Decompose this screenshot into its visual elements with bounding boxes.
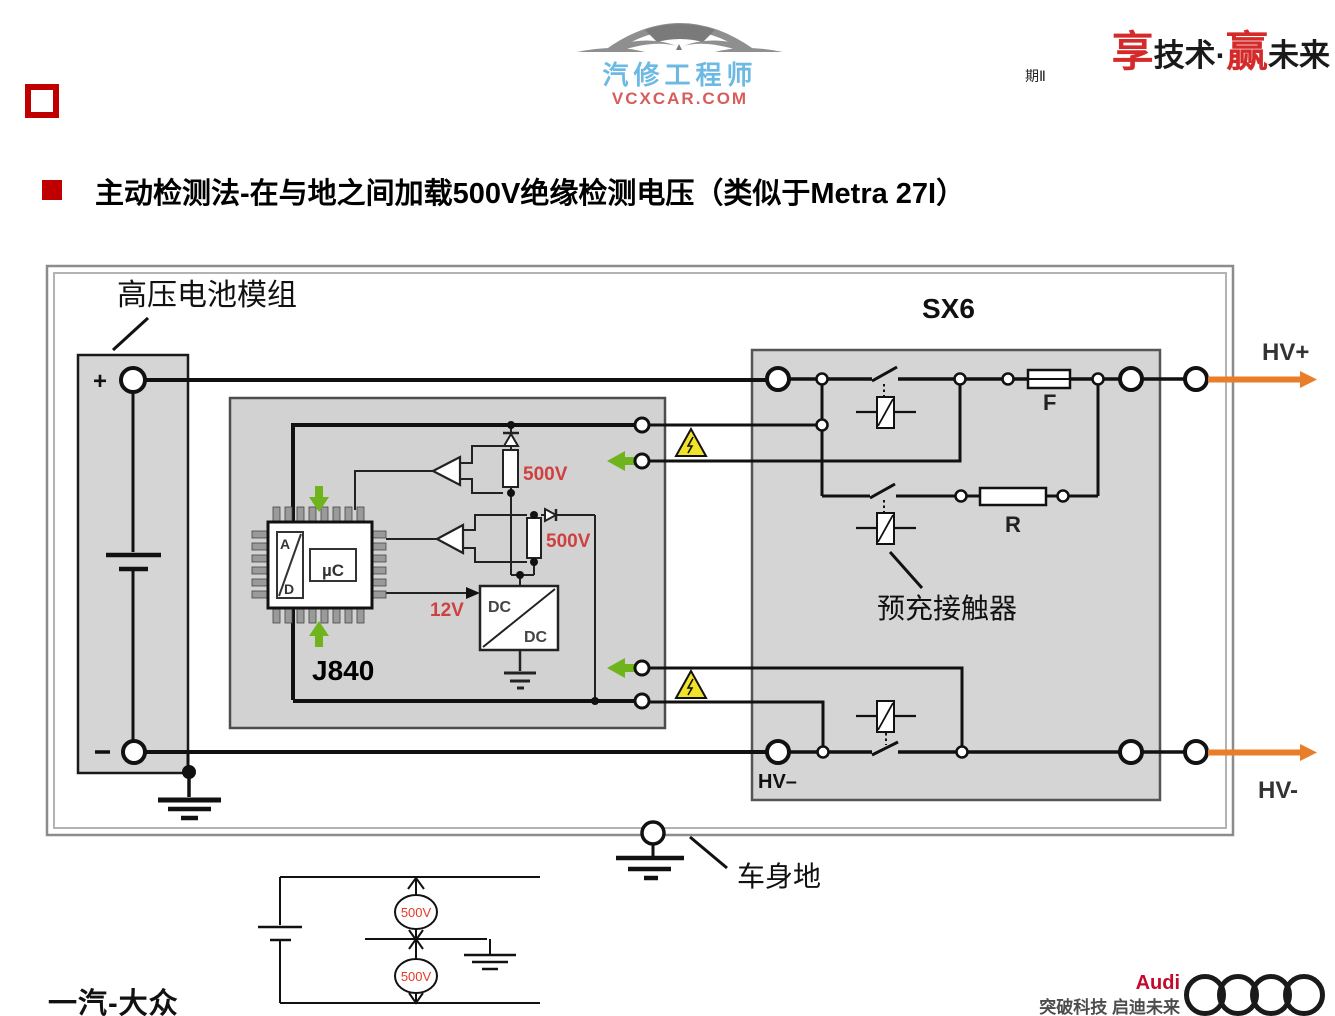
fuse bbox=[1026, 368, 1072, 390]
red-hollow-square bbox=[25, 84, 59, 118]
v500-upper-label: 500V bbox=[523, 464, 568, 485]
slogan-weilai: 未来 bbox=[1268, 38, 1330, 73]
body-ground-label: 车身地 bbox=[737, 861, 821, 892]
circuit-nodes bbox=[507, 372, 1105, 759]
battery-leader-line bbox=[111, 316, 150, 352]
mini-reference-circuit bbox=[258, 876, 540, 1005]
precharge-resistor-label: R bbox=[1005, 512, 1021, 537]
ground-junction-dot bbox=[182, 765, 196, 779]
green-arrow-down-icon bbox=[309, 486, 329, 512]
audi-wordmark: Audi bbox=[1135, 972, 1180, 994]
page-title: 主动检测法-在与地之间加载500V绝缘检测电压（类似于Metra 27I） bbox=[95, 178, 966, 210]
main-contactor-bottom bbox=[856, 700, 916, 757]
ad-d-label: D bbox=[284, 581, 294, 597]
car-logo-icon bbox=[577, 23, 783, 52]
site-logo: 汽修工程师 VCXCAR.COM bbox=[575, 4, 785, 109]
title-bullet-square bbox=[42, 180, 62, 200]
green-arrows bbox=[309, 451, 648, 678]
main-contactor-top bbox=[856, 365, 916, 429]
dc-top-label: DC bbox=[488, 599, 512, 616]
fuse-label: F bbox=[1043, 390, 1056, 415]
dc-bottom-label: DC bbox=[524, 629, 548, 646]
hv-battery-symbol bbox=[95, 392, 190, 771]
slogan-dot: · bbox=[1215, 38, 1226, 73]
audi-slogan: 突破科技 启迪未来 bbox=[1039, 998, 1180, 1016]
audi-rings-icon bbox=[1184, 974, 1325, 1016]
site-name: 汽修工程师 bbox=[602, 60, 758, 90]
j840-label: J840 bbox=[312, 655, 374, 686]
terminals bbox=[119, 366, 1209, 765]
hv-minus-inner-label: HV– bbox=[758, 771, 797, 793]
warning-triangles bbox=[674, 426, 708, 699]
mini-v500-top-label: 500V bbox=[401, 905, 432, 920]
ad-a-label: A bbox=[280, 536, 290, 552]
hv-warning-icon bbox=[674, 426, 708, 457]
slogan-char-ying: 赢 bbox=[1225, 28, 1268, 75]
j840-measurement-circuit bbox=[354, 425, 596, 700]
green-arrow-up-icon bbox=[309, 621, 329, 647]
green-arrow-left-lower-icon bbox=[607, 658, 648, 678]
slogan: 享技术·赢未来 bbox=[1040, 18, 1330, 79]
hv-minus-label: HV- bbox=[1258, 777, 1298, 804]
faw-vw-logo: 一汽-大众 bbox=[48, 988, 179, 1016]
slogan-char-xiang: 享 bbox=[1111, 28, 1154, 75]
precharge-contactor-label: 预充接触器 bbox=[877, 593, 1017, 624]
battery-module-label: 高压电池模组 bbox=[117, 279, 297, 312]
v500-lower-label: 500V bbox=[546, 531, 591, 552]
j840-chip bbox=[251, 506, 387, 624]
slogan-jishu: 技术 bbox=[1153, 38, 1216, 73]
hv-warning-icon bbox=[674, 668, 708, 699]
sx6-label: SX6 bbox=[922, 293, 975, 324]
mini-v500-bottom-label: 500V bbox=[401, 969, 432, 984]
body-ground bbox=[616, 820, 728, 881]
green-arrow-left-upper-icon bbox=[607, 451, 648, 471]
v12-label: 12V bbox=[430, 600, 464, 621]
hv-plus-label: HV+ bbox=[1262, 339, 1309, 366]
dcdc-converter bbox=[386, 584, 560, 690]
site-domain: VCXCAR.COM bbox=[611, 89, 749, 108]
precharge-leader-line bbox=[888, 551, 924, 589]
outer-frame bbox=[45, 264, 1235, 837]
hv-output-arrows bbox=[1208, 371, 1317, 761]
uc-label: µC bbox=[322, 561, 344, 580]
battery-ground-symbol bbox=[158, 778, 221, 821]
interconnect-wires bbox=[649, 380, 964, 750]
issue-label: 期Ⅱ bbox=[1025, 68, 1046, 84]
battery-plus-sign: + bbox=[93, 368, 107, 395]
